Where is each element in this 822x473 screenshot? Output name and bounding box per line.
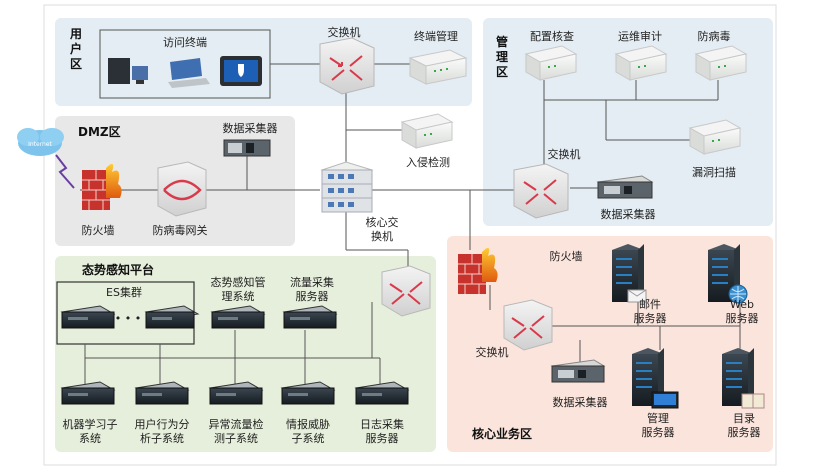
internet-cloud-icon: Internet [17,128,64,156]
core-biz-zone [447,236,773,452]
situation-mgmt-server-icon [210,305,266,329]
av-gateway-icon [157,161,207,217]
mgmt-zone-title: 管理区 [496,34,508,79]
ti-sub-label: 情报威胁子系统 [286,417,330,445]
es-ellipsis: • • • [115,312,141,325]
es-server-1-icon [60,305,116,329]
dmz-zone-title: DMZ区 [78,125,121,139]
intrusion-detection-appliance-icon [400,113,454,149]
ml-sub-label: 机器学习子系统 [63,417,118,445]
ub-sub-label: 用户行为分析子系统 [135,417,190,445]
ops-audit-label: 运维审计 [618,29,662,43]
dmz-collector-icon [223,139,271,157]
ops-audit-appliance-icon [614,45,668,81]
laptop-icon [168,58,210,88]
user-switch-icon [319,37,375,95]
mail-server-label: 邮件服务器 [634,298,667,325]
core-biz-switch-icon [503,299,553,351]
config-check-label: 配置核查 [530,29,574,43]
mgmt-collector-icon [596,175,654,199]
ti-sub-server-icon [280,381,336,405]
es-cluster-label: ES集群 [106,285,142,299]
tablet-icon [220,56,262,86]
anomaly-sub-server-icon [208,381,264,405]
mgmt-server-icon [632,348,679,409]
terminal-mgmt-appliance-icon [408,49,468,85]
situation-switch-icon [381,265,431,317]
web-server-icon [708,244,748,304]
mgmt-switch-icon [513,163,569,219]
core-firewall-label: 防火墙 [550,249,583,263]
dir-server-label: 目录服务器 [728,412,761,439]
core-collector-icon [550,359,606,383]
log-collect-server-icon [354,381,410,405]
antivirus-label: 防病毒 [698,29,731,43]
config-check-appliance-icon [524,45,578,81]
mgmt-server-label: 管理服务器 [642,411,675,439]
dmz-firewall-icon [82,163,122,210]
traffic-collect-label: 流量采集服务器 [290,275,334,303]
av-gateway-label: 防病毒网关 [153,223,208,237]
core-firewall-icon [458,247,498,294]
intrusion-label: 入侵检测 [406,155,450,169]
core-biz-zone-title: 核心业务区 [472,426,532,441]
dmz-collector-label: 数据采集器 [223,121,278,135]
user-zone-title: 用户区 [69,27,82,71]
vuln-scan-appliance-icon [688,119,742,155]
anomaly-sub-label: 异常流量检测子系统 [209,417,264,445]
mgmt-collector-label: 数据采集器 [601,207,656,221]
situation-mgmt-label: 态势感知管理系统 [211,275,266,303]
mgmt-switch-label: 交换机 [548,147,581,161]
ml-sub-server-icon [60,381,116,405]
terminal-mgmt-label: 终端管理 [414,29,458,43]
traffic-collect-server-icon [282,305,338,329]
antivirus-appliance-icon [694,45,748,81]
user-switch-label: 交换机 [328,25,361,39]
situation-zone-title: 态势感知平台 [82,262,154,277]
core-biz-switch-label: 交换机 [476,345,509,359]
terminals-title: 访问终端 [163,35,207,49]
es-server-2-icon [144,305,200,329]
wan-link-icon [55,154,75,189]
dir-server-icon [722,348,765,409]
vuln-scan-label: 漏洞扫描 [692,165,736,179]
connections [80,63,741,385]
core-collector-label: 数据采集器 [553,395,608,409]
core-switch-icon [320,161,374,213]
ub-sub-server-icon [134,381,190,405]
desktop-pc-icon [108,58,148,84]
log-collect-label: 日志采集服务器 [360,417,404,445]
internet-label: Internet [28,141,52,148]
core-switch-label: 核心交换机 [366,215,399,243]
mail-server-icon [612,244,647,303]
dmz-firewall-label: 防火墙 [82,223,115,237]
